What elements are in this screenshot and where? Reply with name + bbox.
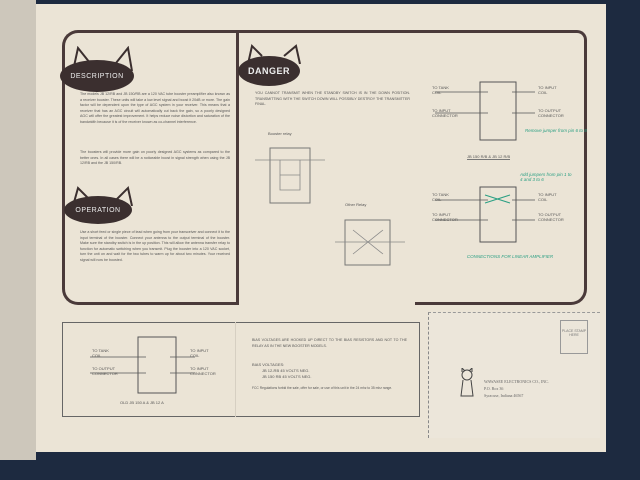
diagram1-note: Remove jumper from pin 6 to 8: [525, 128, 587, 133]
bias-voltage-1: JB 12-RB 45 VOLTS NEG.: [262, 368, 310, 373]
diagram1-right-top: TO INPUT COIL: [538, 85, 557, 95]
operation-text: Use a short feed or single piece of lead…: [80, 230, 230, 262]
diagram3-left-bottom: TO OUTPUT CONNECTOR: [92, 366, 118, 376]
bias-voltage-2: JB 150 RB 45 VOLTS NEG.: [262, 374, 312, 379]
diagram3-caption: OLD JB 150 A & JB 12 A: [120, 400, 164, 405]
description-heading: DESCRIPTION: [60, 60, 134, 92]
operation-heading: OPERATION: [64, 196, 132, 224]
diagram2-note: Add jumpers from pin 1 to 4 and 3 to 6: [520, 172, 572, 182]
diagram3-right-bottom: TO INPUT CONNECTOR: [190, 366, 216, 376]
bias-heading: BIAS VOLTAGES:: [252, 362, 285, 367]
cat-logo: [460, 368, 474, 397]
relay-pinout-diagram-2: [435, 186, 535, 243]
stamp-label: PLACE STAMP HERE: [561, 329, 587, 337]
company-city: Syracuse, Indiana 46567: [484, 393, 524, 398]
relay-pinout-diagram-3: [90, 336, 195, 394]
description-text-2: The boosters will provide more gain on p…: [80, 150, 230, 166]
diagram3-left-top: TO TANK COIL: [92, 348, 109, 358]
booster-relay-label: Booster relay: [268, 131, 292, 136]
diagram2-left-bottom: TO INPUT CONNECTOR: [432, 212, 458, 222]
stamp-box: PLACE STAMP HERE: [560, 320, 588, 354]
fcc-notice: FCC Regulations forbid the sale, offer f…: [252, 386, 393, 390]
company-name: WAWASEE ELECTRONICS CO., INC.: [484, 379, 549, 384]
diagram1-left-top: TO TANK COIL: [432, 85, 449, 95]
diagram-panel: [415, 30, 587, 305]
fold-line: [235, 322, 236, 417]
danger-text: YOU CANNOT TRANSMIT WHEN THE STANDBY SWI…: [255, 91, 410, 107]
return-postcard: [428, 312, 600, 438]
other-relay-label: Other Relay: [345, 202, 367, 207]
cat-ears-icon: [247, 44, 301, 64]
diagram1-left-bottom: TO INPUT CONNECTOR: [432, 108, 458, 118]
bias-text: BIAS VOLTAGES ARE HOOKED UP DIRECT TO TH…: [252, 338, 407, 348]
company-box: P.O. Box 36: [484, 386, 504, 391]
relay-pinout-diagram-1: [435, 81, 535, 141]
diagram3-right-top: TO INPUT COIL: [190, 348, 209, 358]
panel-top-border: [236, 30, 416, 33]
description-panel: [62, 30, 238, 305]
old-model-panel: [62, 322, 420, 417]
diagram1-right-bottom: TO OUTPUT CONNECTOR: [538, 108, 564, 118]
diagram2-left-top: TO TANK COIL: [432, 192, 449, 202]
diagram2-right-top: TO INPUT COIL: [538, 192, 557, 202]
background: [0, 0, 36, 460]
panel-divider: [236, 30, 239, 305]
other-relay-diagram: [335, 219, 405, 266]
booster-relay-diagram: [255, 147, 325, 204]
diagram2-right-bottom: TO OUTPUT CONNECTOR: [538, 212, 564, 222]
diagram2-caption: CONNECTIONS FOR LINEAR AMPLIFIER: [466, 254, 554, 259]
diagram1-caption: JB 150 R/B & JB 12 R/B: [467, 154, 511, 160]
danger-heading: DANGER: [238, 56, 300, 86]
description-text: The models JB 12/RB and JB 150/RB are a …: [80, 92, 230, 124]
